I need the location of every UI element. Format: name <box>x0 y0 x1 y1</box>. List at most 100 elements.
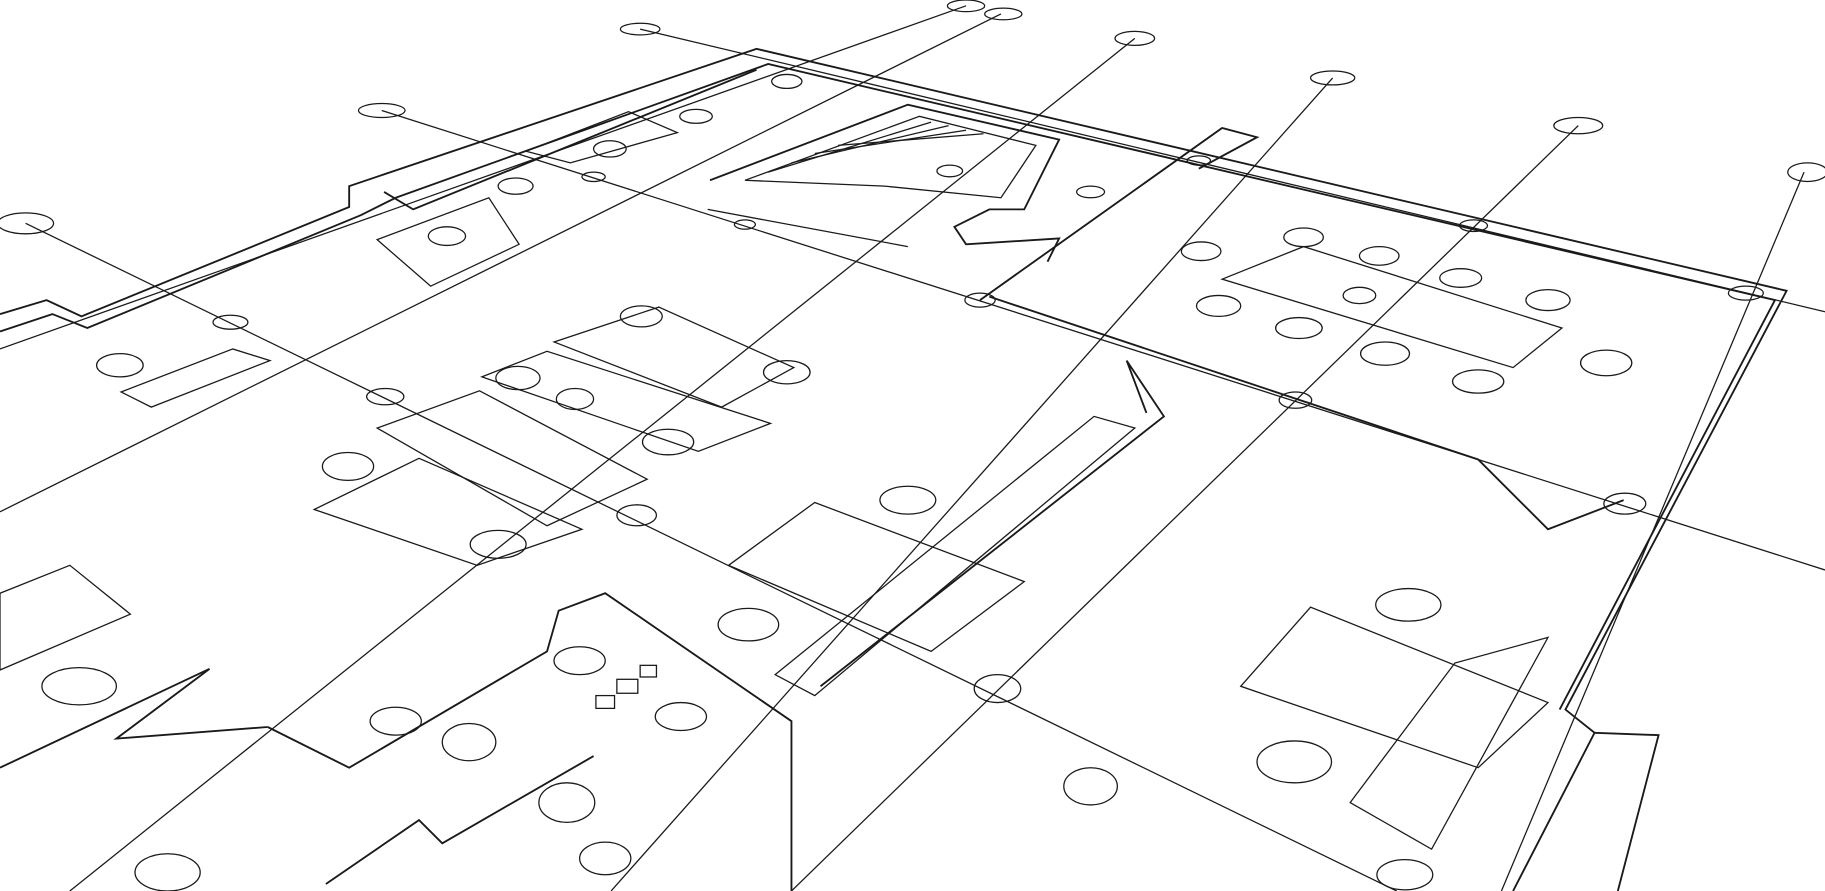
chair <box>717 607 780 642</box>
chair <box>771 73 803 90</box>
chair <box>469 529 527 559</box>
chair <box>41 667 118 706</box>
toilet <box>553 646 606 676</box>
desk <box>0 564 132 671</box>
columns <box>212 155 1764 891</box>
grid-bubble <box>984 7 1023 21</box>
floor-outlet <box>1342 286 1377 305</box>
walls <box>0 47 1788 891</box>
desk <box>312 457 584 566</box>
column <box>581 171 606 183</box>
chair <box>1375 587 1442 622</box>
floor-drain <box>134 853 201 891</box>
interior-wall <box>979 126 1260 301</box>
grid-line <box>610 77 1334 891</box>
chair <box>679 108 713 124</box>
grid-bubble <box>1787 162 1825 183</box>
column <box>1603 492 1647 515</box>
grid-bubble <box>946 0 986 13</box>
grid-line <box>69 37 1136 891</box>
chair <box>619 305 663 328</box>
desk <box>1239 606 1550 769</box>
interior-wall <box>325 755 595 885</box>
floor-outlet <box>936 164 964 178</box>
stair-line <box>791 125 949 164</box>
chair <box>1579 349 1633 377</box>
interior-wall <box>989 295 1624 531</box>
desk <box>774 415 1137 697</box>
column <box>1278 391 1313 409</box>
desk <box>524 110 680 164</box>
grid-line <box>0 5 967 350</box>
chair <box>1525 288 1571 312</box>
chair <box>495 365 541 391</box>
chair <box>321 451 375 482</box>
desk <box>375 390 649 527</box>
sink <box>639 664 658 678</box>
column <box>365 387 405 406</box>
grid-line <box>25 222 1397 891</box>
interior-wall <box>819 360 1166 688</box>
grid-bubble <box>1114 30 1156 47</box>
stairs <box>744 115 1037 199</box>
toilet <box>578 841 632 876</box>
desk <box>119 348 272 408</box>
chair <box>762 359 811 385</box>
chairs <box>41 73 1633 784</box>
floor-drain <box>538 782 596 824</box>
column <box>616 504 658 527</box>
chair <box>1358 245 1400 266</box>
grid-bubble <box>1309 70 1356 86</box>
chair <box>1195 294 1242 318</box>
conference-table <box>1220 245 1564 369</box>
grid-line <box>791 125 1579 891</box>
stair-line <box>767 121 932 173</box>
chair <box>1359 341 1411 366</box>
grid-line <box>381 109 1825 571</box>
grid-bubble <box>619 22 661 36</box>
wall-line <box>707 208 908 248</box>
column <box>1727 285 1764 301</box>
grid-bubble <box>1553 116 1604 135</box>
column <box>1376 858 1434 891</box>
stair-line <box>837 133 984 147</box>
interior-wall <box>1594 731 1660 891</box>
floor-outlet <box>555 387 595 411</box>
sink <box>616 678 639 694</box>
chair <box>641 428 695 456</box>
column <box>733 219 757 230</box>
floor-outlet <box>1075 185 1106 199</box>
grid-line <box>0 13 1002 513</box>
toilet <box>369 706 422 736</box>
fixtures <box>134 164 1377 891</box>
chair <box>427 226 467 247</box>
grid-bubble <box>0 212 55 235</box>
grid-bubble <box>357 102 406 119</box>
toilet <box>654 701 708 732</box>
chair <box>1283 227 1324 248</box>
stair-core <box>709 103 1061 263</box>
grid-bubble <box>1063 767 1118 806</box>
desk <box>727 501 1026 653</box>
desk <box>480 350 773 452</box>
sink <box>595 694 616 710</box>
interior-wall <box>0 667 268 769</box>
chair <box>1274 316 1323 340</box>
column <box>964 292 996 308</box>
chair <box>95 352 144 378</box>
column <box>212 314 249 330</box>
exterior-wall <box>0 47 1788 891</box>
stair-line <box>814 129 967 155</box>
chair <box>879 485 937 515</box>
desks <box>0 110 1564 851</box>
chair <box>1180 241 1222 262</box>
chair <box>1451 369 1505 394</box>
grid-bubbles <box>0 0 1825 806</box>
chair <box>1256 740 1333 784</box>
restroom-wall <box>267 592 793 891</box>
chair <box>497 177 534 195</box>
exterior-wall-inner <box>0 63 1777 710</box>
floor-drain <box>441 722 497 762</box>
desk <box>552 306 796 408</box>
